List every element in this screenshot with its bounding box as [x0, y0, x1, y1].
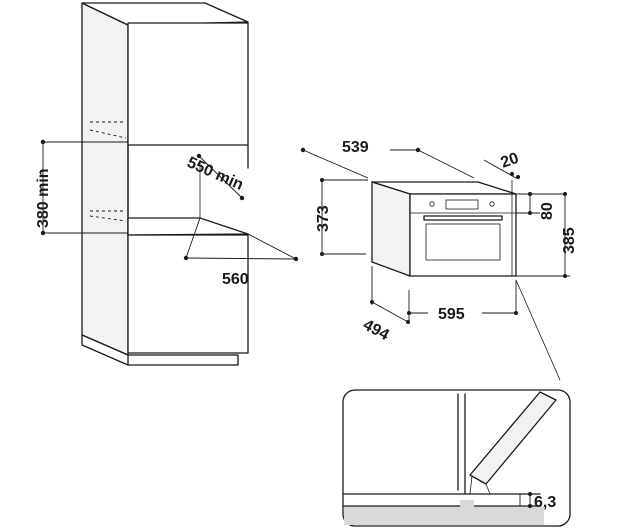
- dimension-oven-depth-top: 539: [300, 139, 475, 179]
- dimension-oven-depth-bottom: 494: [360, 266, 410, 344]
- label-niche-depth: 550 min: [184, 154, 245, 194]
- oven-display: [445, 199, 479, 210]
- dimension-oven-offset: 20: [483, 150, 522, 179]
- label-oven-total-height: 385: [561, 227, 578, 254]
- label-oven-depth-bottom: 494: [360, 317, 392, 345]
- label-oven-depth-top: 539: [342, 139, 369, 156]
- detail-leader-line: [515, 279, 561, 381]
- cabinet-top: [81, 2, 249, 26]
- oven-window: [425, 223, 501, 261]
- oven-knob-left-icon: [429, 201, 435, 207]
- oven-side-face: [371, 181, 411, 277]
- oven-door-handle: [423, 215, 503, 221]
- cabinet-side-panel: [81, 2, 129, 356]
- dimension-oven-total-height: 385: [516, 192, 578, 278]
- dimension-oven-panel-height: 80: [516, 192, 565, 220]
- label-oven-panel-height: 80: [539, 202, 556, 220]
- label-niche-height: 380 min: [35, 168, 52, 228]
- cabinet-drawing: [81, 2, 249, 366]
- cabinet-lower-door: [127, 234, 249, 354]
- cabinet-upper-door: [127, 22, 249, 146]
- dimension-niche-depth: 550 min: [184, 153, 246, 201]
- label-oven-offset: 20: [499, 150, 522, 172]
- cabinet-niche-shelf: [127, 217, 249, 236]
- dimension-niche-height: 380 min: [35, 139, 128, 236]
- dimension-niche-width: 560: [183, 217, 299, 288]
- oven-knob-right-icon: [489, 201, 495, 207]
- label-niche-width: 560: [222, 271, 249, 288]
- detail-door-edge: [469, 391, 557, 485]
- detail-base: [344, 506, 544, 525]
- oven-drawing: [371, 180, 517, 277]
- label-oven-width: 595: [438, 306, 465, 323]
- oven-front: [409, 193, 517, 277]
- label-oven-body-height: 373: [315, 205, 332, 232]
- dimension-oven-width: 595: [407, 280, 518, 323]
- detail-callout: 6,3: [342, 389, 571, 527]
- dimension-oven-body-height: 373: [315, 178, 368, 256]
- detail-foot: [460, 500, 474, 522]
- label-detail-gap: 6,3: [534, 494, 556, 511]
